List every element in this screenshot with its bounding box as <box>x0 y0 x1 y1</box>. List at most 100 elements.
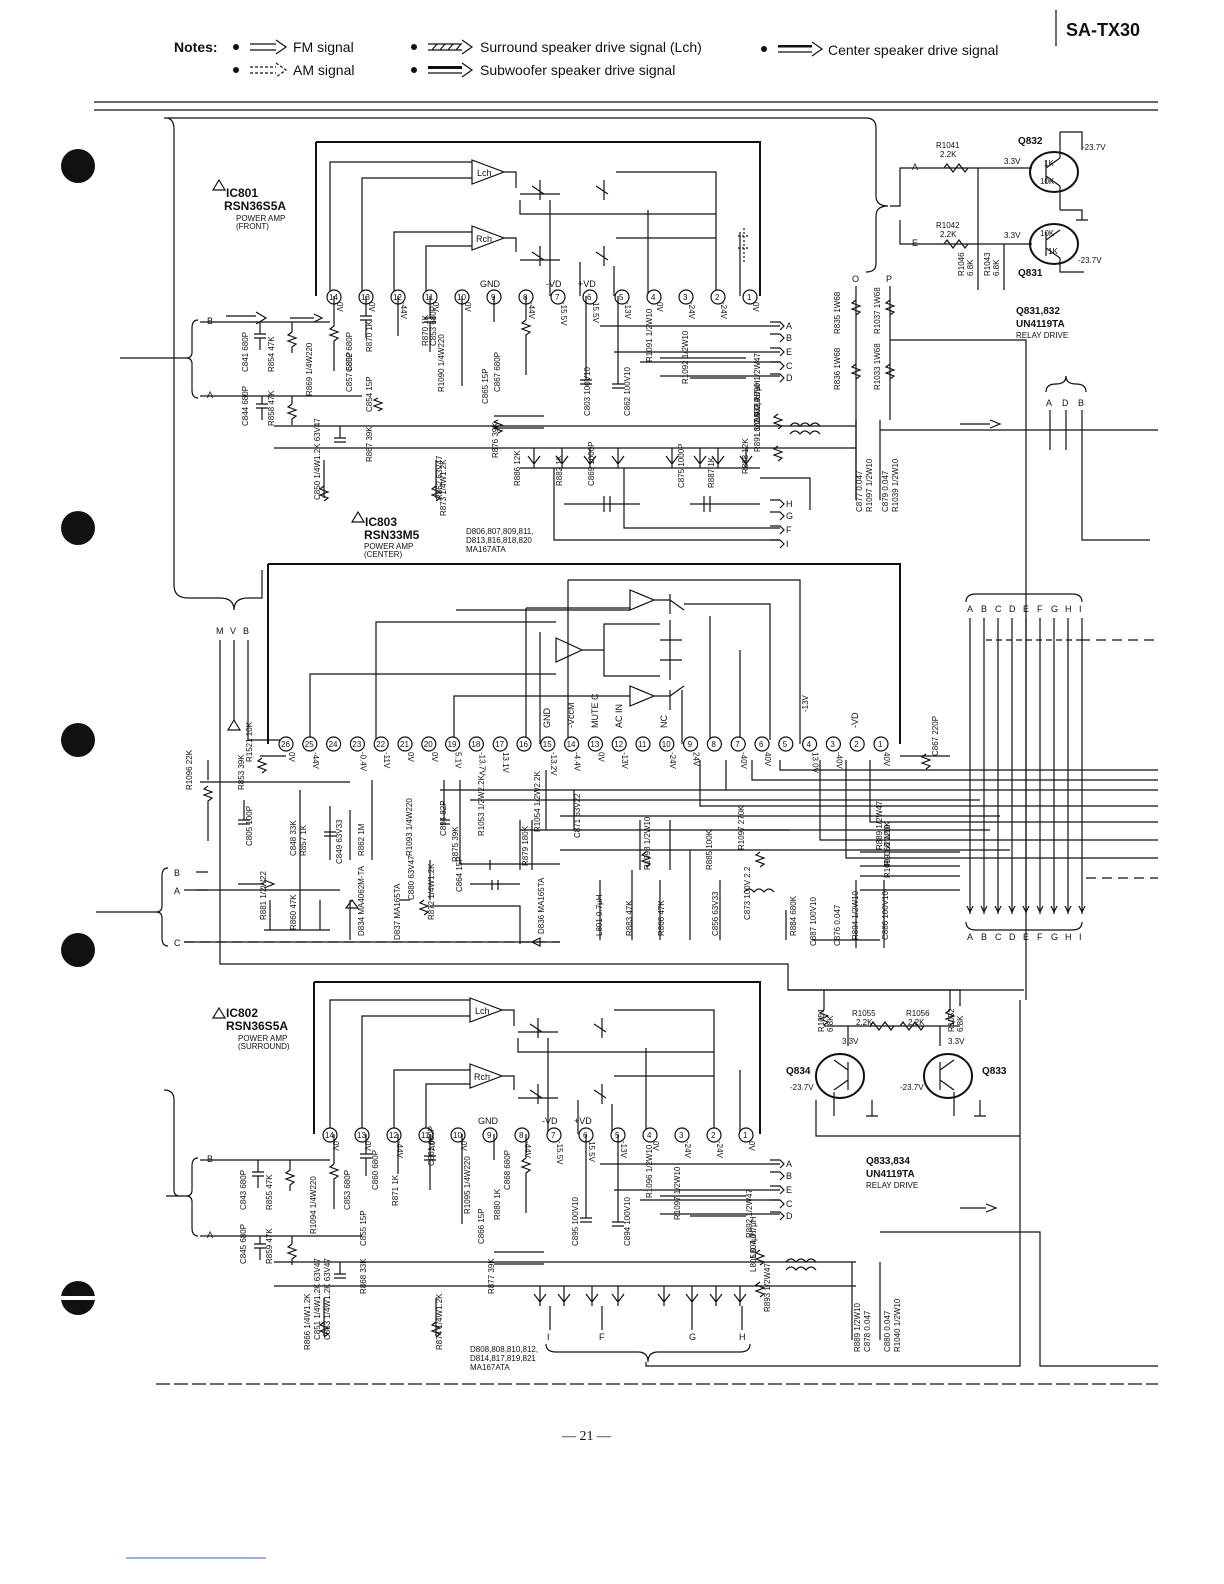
q831-voltage: -23.7V <box>1078 256 1102 265</box>
ic-pin <box>873 736 889 752</box>
component-label: C850 1/4W1.2K 63V47 <box>313 418 322 500</box>
ic801-internal <box>329 161 741 296</box>
ic-pin-number: 6 <box>759 740 764 749</box>
tap-letter: F <box>599 1332 605 1342</box>
bus-letter-bottom: D <box>1009 932 1016 942</box>
conn-center-a: A <box>174 886 180 896</box>
pin-voltage: -13V <box>620 752 629 770</box>
conn-out-b: B <box>1078 398 1084 408</box>
component-label: R1033 1W68 <box>873 343 882 390</box>
ic-pin-number: 7 <box>551 1131 556 1140</box>
component-label: C868 680P <box>503 1150 512 1190</box>
r1055-ref: R1055 <box>852 1009 876 1018</box>
pin-voltage: -13.7V <box>477 752 486 776</box>
ic-pin-number: 12 <box>389 1131 398 1140</box>
component-label: R1068 120K <box>883 821 892 866</box>
ic-pin-number: 7 <box>555 293 560 302</box>
side-connector-letter: G <box>786 511 793 521</box>
relay-top: A E R1041 2.2K R1042 2.2K R1046 6.8K R10… <box>890 131 1106 340</box>
ic-pin-number: 4 <box>647 1131 652 1140</box>
component-label: R1053 1/2W2.2K <box>477 774 486 836</box>
component-label: C878 0.047 <box>863 1310 872 1352</box>
front-pin-wiring <box>328 296 624 389</box>
relay-bottom: R1051 6.8K R1055 2.2K R1056 2.2K R1052 6… <box>786 989 1020 1190</box>
bus-letter-top: C <box>995 604 1002 614</box>
ic-pin <box>742 289 758 305</box>
pin-voltage: -4.4V <box>573 752 582 772</box>
conn-o: O <box>852 274 859 284</box>
component-label: R1097 1/2W10 <box>865 458 874 512</box>
legend-subwoofer-text: Subwoofer speaker drive signal <box>480 62 675 78</box>
ic-pin-number: 15 <box>543 740 552 749</box>
svg-text:10K: 10K <box>1040 177 1055 186</box>
r1051-val: 6.8K <box>826 1015 835 1032</box>
ic-pin <box>278 736 294 752</box>
ic-pin-number: 4 <box>651 293 656 302</box>
amp-label-rch: Rch <box>474 1072 490 1082</box>
ic801-block: IC801 RSN36S5A POWER AMP (FRONT) Lch Rch… <box>211 141 761 326</box>
r1056-ref: R1056 <box>906 1009 930 1018</box>
diode-note-surround: D808,808,810,812, D814,817,819,821 MA167… <box>470 1345 538 1372</box>
component-label: C805 100P <box>245 806 254 846</box>
relay-note-title: Q831,832 <box>1016 306 1060 317</box>
component-label: C886 100V10 <box>881 891 890 940</box>
component-label: R879 180K <box>521 825 530 866</box>
component-label: C852 680P <box>345 332 354 372</box>
component-label: R891 1/2W47 <box>753 403 762 452</box>
ic-pin <box>373 736 389 752</box>
component-label: L802 0.7μH <box>753 380 762 422</box>
pin-voltage: -13.2V <box>549 752 558 776</box>
side-connector-letter: D <box>786 373 793 383</box>
component-label: C849 63V33 <box>335 819 344 864</box>
component-label: C855 15P <box>359 1210 368 1246</box>
ic-pin-number: 25 <box>305 740 314 749</box>
amp-triangle <box>469 1063 504 1089</box>
fm-arrow-icon <box>290 313 324 323</box>
component-label: R877 39K <box>487 1258 496 1294</box>
q832-transistor-icon <box>1029 151 1079 193</box>
ic-pin <box>706 1127 722 1143</box>
ic-pin <box>738 1127 754 1143</box>
component-label: C854 15P <box>365 376 374 412</box>
component-label: R894 1/2W10 <box>851 891 860 940</box>
r1052-val: 6.8K <box>956 1015 965 1032</box>
conn-front-b: B <box>207 316 213 326</box>
component-label: R882 1K <box>555 454 564 486</box>
ic802-block: IC802 RSN36S5A POWER AMP (SURROUND) Lch … <box>211 981 761 1165</box>
center-arrow-icon <box>960 1203 998 1213</box>
side-connector-letter: E <box>786 347 792 357</box>
ic-pin <box>710 289 726 305</box>
pin-voltage: 0V <box>430 752 439 762</box>
component-label: C861 680P <box>427 1126 436 1166</box>
ic-pin-number: 1 <box>743 1131 748 1140</box>
binder-hole-icon <box>61 149 95 183</box>
component-label: D837 MA165TA <box>393 883 402 940</box>
component-label: R880 1K <box>493 1188 502 1220</box>
ic-pin-number: 23 <box>352 740 361 749</box>
q832-voltage: -23.7V <box>1082 143 1106 152</box>
ic-pin <box>421 736 437 752</box>
q832-bias: 3.3V <box>1004 157 1021 166</box>
component-label: R835 1W68 <box>833 291 842 334</box>
side-connector-letter: E <box>786 1185 792 1195</box>
relay-note-title: Q833,834 <box>866 1156 910 1167</box>
q833-bias: 3.3V <box>948 1037 965 1046</box>
component-label: R1040 1/2W10 <box>893 1298 902 1352</box>
ic-pin <box>754 736 770 752</box>
component-label: C866 15P <box>477 1208 486 1244</box>
component-label: R892 1/2W47 <box>745 1189 754 1238</box>
ic-pin <box>492 736 508 752</box>
component-label: R1094 1/4W220 <box>309 1176 318 1234</box>
component-label: C864 15P <box>455 856 464 892</box>
ic-pin-number: 18 <box>471 740 480 749</box>
component-label: C844 680P <box>241 386 250 426</box>
pin-voltage: 0V <box>655 302 664 312</box>
component-label: C877 0.047 <box>855 470 864 512</box>
output-stage <box>504 171 609 266</box>
side-connector-letter: D <box>786 1211 793 1221</box>
component-label: C894 100V10 <box>623 1197 632 1246</box>
